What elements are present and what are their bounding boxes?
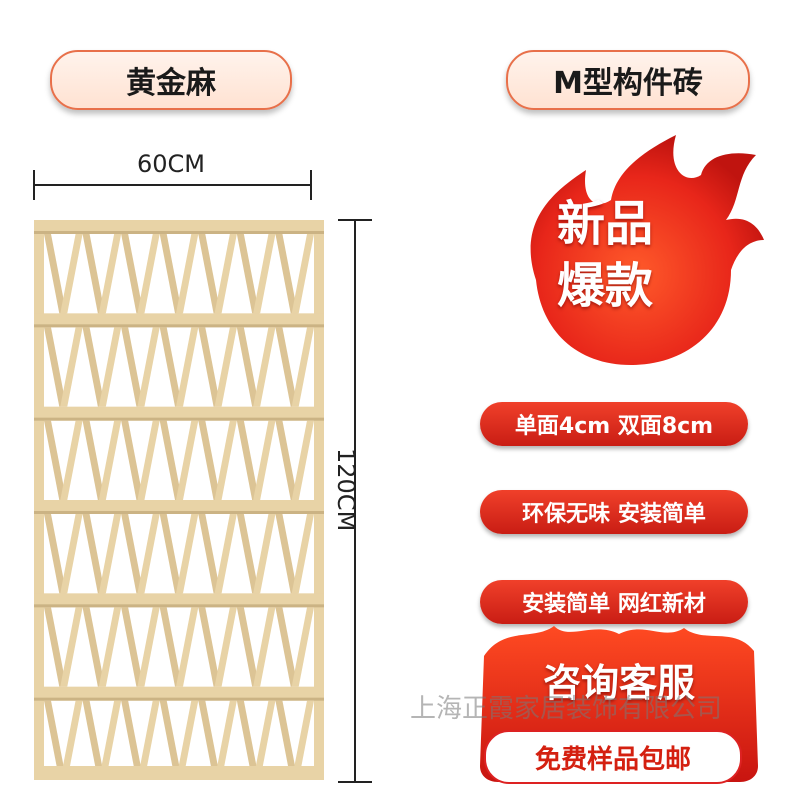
- material-label-text: 黄金麻: [126, 66, 216, 101]
- product-label: M型构件砖: [506, 50, 750, 110]
- product-label-text: M型构件砖: [553, 66, 703, 101]
- feature-text: 单面4cm 双面8cm: [514, 414, 714, 439]
- material-label: 黄金麻: [50, 50, 292, 110]
- feature-badge-eco: 环保无味 安装简单: [480, 490, 748, 534]
- height-dimension-tick-bottom: [338, 781, 372, 783]
- feature-badge-thickness: 单面4cm 双面8cm: [480, 402, 748, 446]
- consult-service-button[interactable]: 咨询客服: [542, 661, 695, 705]
- height-dimension-label: 120CM: [332, 448, 360, 532]
- product-panel-image: [34, 220, 324, 780]
- feature-text: 环保无味 安装简单: [522, 502, 706, 527]
- flame-text-new: 新品: [556, 196, 653, 252]
- width-dimension-tick-right: [310, 170, 312, 200]
- company-watermark: 上海正霞家居装饰有限公司: [410, 694, 723, 724]
- width-dimension-label: 60CM: [137, 150, 206, 178]
- height-dimension-line: [354, 220, 356, 782]
- free-sample-button[interactable]: 免费样品包邮: [484, 730, 742, 784]
- height-dimension-tick-top: [338, 219, 372, 221]
- width-dimension-tick-left: [33, 170, 35, 200]
- feature-badge-install: 安装简单 网红新材: [480, 580, 748, 624]
- width-dimension-line: [34, 184, 312, 186]
- feature-text: 安装简单 网红新材: [522, 592, 706, 617]
- flame-icon: [530, 135, 764, 365]
- free-sample-text: 免费样品包邮: [534, 744, 691, 775]
- flame-text-hot: 爆款: [556, 258, 653, 314]
